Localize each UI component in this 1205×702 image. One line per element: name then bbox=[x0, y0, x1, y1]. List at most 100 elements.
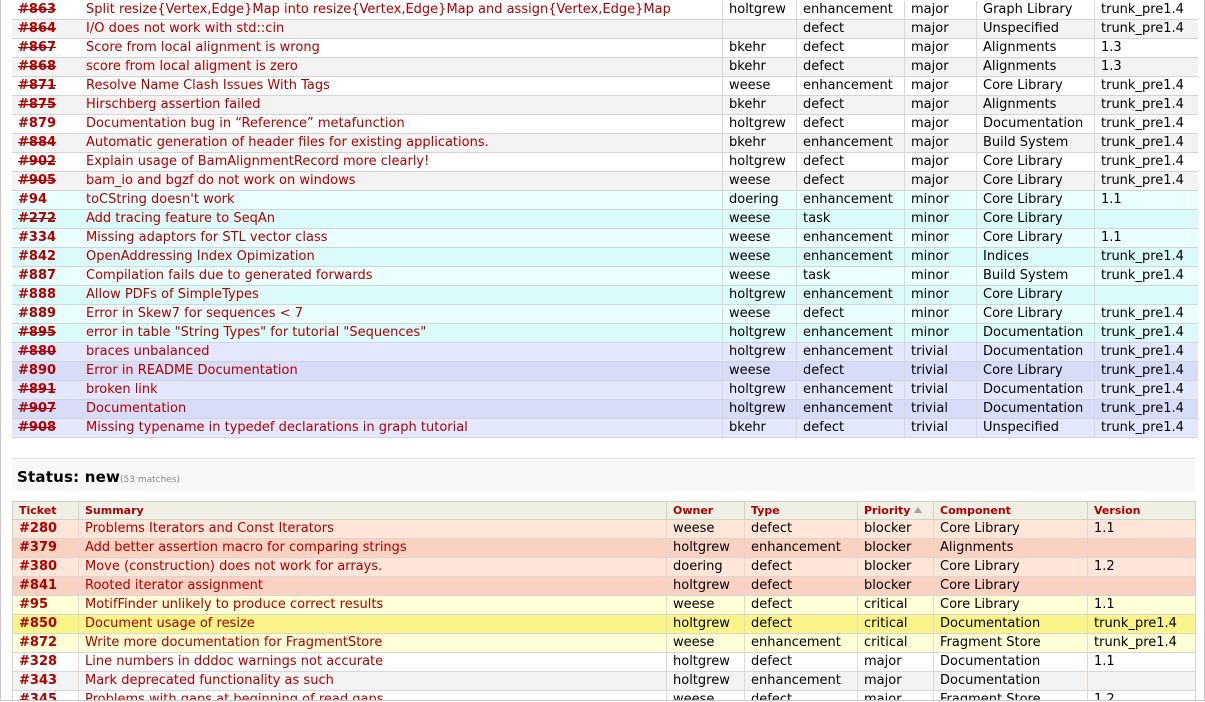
ticket-summary[interactable]: Score from local alignment is wrong bbox=[80, 38, 723, 58]
ticket-summary[interactable]: Problems Iterators and Const Iterators bbox=[78, 519, 667, 539]
column-header-owner[interactable]: Owner bbox=[666, 501, 745, 520]
ticket-link[interactable]: #380 bbox=[19, 559, 58, 574]
ticket-id[interactable]: #889 bbox=[12, 304, 80, 324]
ticket-summary[interactable]: score from local aligment is zero bbox=[80, 57, 723, 77]
ticket-id[interactable]: #842 bbox=[12, 247, 80, 267]
ticket-link[interactable]: #379 bbox=[19, 540, 58, 555]
ticket-id[interactable]: #867 bbox=[12, 38, 80, 58]
ticket-link[interactable]: #905 bbox=[18, 173, 57, 188]
ticket-summary[interactable]: Move (construction) does not work for ar… bbox=[78, 557, 667, 577]
ticket-summary[interactable]: Documentation bug in “Reference” metafun… bbox=[80, 114, 723, 134]
ticket-summary-link[interactable]: Error in Skew7 for sequences < 7 bbox=[86, 306, 304, 321]
ticket-id[interactable]: #334 bbox=[12, 228, 80, 248]
ticket-summary[interactable]: bam_io and bgzf do not work on windows bbox=[80, 171, 723, 191]
ticket-link[interactable]: #328 bbox=[19, 654, 58, 669]
ticket-summary-link[interactable]: Resolve Name Clash Issues With Tags bbox=[86, 78, 330, 93]
ticket-summary-link[interactable]: toCString doesn't work bbox=[86, 192, 235, 207]
ticket-link[interactable]: #902 bbox=[18, 154, 57, 169]
ticket-summary[interactable]: error in table "String Types" for tutori… bbox=[80, 323, 723, 343]
ticket-id[interactable]: #871 bbox=[12, 76, 80, 96]
ticket-summary[interactable]: Split resize{Vertex,Edge}Map into resize… bbox=[80, 1, 723, 20]
ticket-summary[interactable]: Error in README Documentation bbox=[80, 361, 723, 381]
ticket-summary[interactable]: Write more documentation for FragmentSto… bbox=[78, 633, 667, 653]
ticket-summary-link[interactable]: MotifFinder unlikely to produce correct … bbox=[85, 597, 384, 612]
ticket-summary-link[interactable]: Rooted iterator assignment bbox=[85, 578, 263, 593]
column-header-version[interactable]: Version bbox=[1087, 501, 1196, 520]
ticket-summary[interactable]: Explain usage of BamAlignmentRecord more… bbox=[80, 152, 723, 172]
ticket-link[interactable]: #842 bbox=[18, 249, 57, 264]
ticket-summary[interactable]: broken link bbox=[80, 380, 723, 400]
ticket-summary-link[interactable]: braces unbalanced bbox=[86, 344, 210, 359]
ticket-summary[interactable]: toCString doesn't work bbox=[80, 190, 723, 210]
ticket-link[interactable]: #907 bbox=[18, 401, 57, 416]
ticket-id[interactable]: #875 bbox=[12, 95, 80, 115]
ticket-summary-link[interactable]: Error in README Documentation bbox=[86, 363, 298, 378]
ticket-id[interactable]: #868 bbox=[12, 57, 80, 77]
ticket-link[interactable]: #280 bbox=[19, 521, 58, 536]
ticket-link[interactable]: #272 bbox=[18, 211, 57, 226]
ticket-summary-link[interactable]: Score from local alignment is wrong bbox=[86, 40, 320, 55]
ticket-link[interactable]: #890 bbox=[18, 363, 57, 378]
ticket-summary-link[interactable]: Split resize{Vertex,Edge}Map into resize… bbox=[86, 2, 671, 17]
ticket-summary-link[interactable]: Automatic generation of header files for… bbox=[86, 135, 489, 150]
ticket-summary[interactable]: Documentation bbox=[80, 399, 723, 419]
ticket-link[interactable]: #872 bbox=[19, 635, 58, 650]
ticket-id[interactable]: #879 bbox=[12, 114, 80, 134]
ticket-summary[interactable]: Error in Skew7 for sequences < 7 bbox=[80, 304, 723, 324]
ticket-summary-link[interactable]: error in table "String Types" for tutori… bbox=[86, 325, 427, 340]
ticket-id[interactable]: #380 bbox=[12, 557, 79, 577]
ticket-link[interactable]: #888 bbox=[18, 287, 57, 302]
ticket-id[interactable]: #850 bbox=[12, 614, 79, 634]
ticket-summary-link[interactable]: Allow PDFs of SimpleTypes bbox=[86, 287, 259, 302]
ticket-id[interactable]: #907 bbox=[12, 399, 80, 419]
ticket-summary-link[interactable]: Document usage of resize bbox=[85, 616, 255, 631]
ticket-summary[interactable]: Missing adaptors for STL vector class bbox=[80, 228, 723, 248]
ticket-summary-link[interactable]: Mark deprecated functionality as such bbox=[85, 673, 334, 688]
ticket-summary-link[interactable]: Documentation bbox=[86, 401, 187, 416]
ticket-id[interactable]: #328 bbox=[12, 652, 79, 672]
ticket-link[interactable]: #871 bbox=[18, 78, 57, 93]
ticket-summary-link[interactable]: score from local aligment is zero bbox=[86, 59, 298, 74]
ticket-summary[interactable]: Line numbers in dddoc warnings not accur… bbox=[78, 652, 667, 672]
ticket-summary-link[interactable]: Compilation fails due to generated forwa… bbox=[86, 268, 373, 283]
ticket-link[interactable]: #880 bbox=[18, 344, 57, 359]
ticket-id[interactable]: #864 bbox=[12, 19, 80, 39]
column-header-ticket[interactable]: Ticket bbox=[12, 501, 79, 520]
ticket-summary-link[interactable]: Missing adaptors for STL vector class bbox=[86, 230, 328, 245]
ticket-summary[interactable]: Allow PDFs of SimpleTypes bbox=[80, 285, 723, 305]
ticket-link[interactable]: #841 bbox=[19, 578, 58, 593]
ticket-link[interactable]: #867 bbox=[18, 40, 57, 55]
ticket-summary[interactable]: OpenAddressing Index Opimization bbox=[80, 247, 723, 267]
ticket-id[interactable]: #891 bbox=[12, 380, 80, 400]
column-header-priority[interactable]: Priority bbox=[857, 501, 934, 520]
ticket-summary-link[interactable]: Problems Iterators and Const Iterators bbox=[85, 521, 334, 536]
ticket-id[interactable]: #902 bbox=[12, 152, 80, 172]
ticket-summary[interactable]: Mark deprecated functionality as such bbox=[78, 671, 667, 691]
ticket-summary-link[interactable]: Move (construction) does not work for ar… bbox=[85, 559, 383, 574]
ticket-link[interactable]: #887 bbox=[18, 268, 57, 283]
ticket-link[interactable]: #94 bbox=[18, 192, 47, 207]
ticket-link[interactable]: #895 bbox=[18, 325, 57, 340]
ticket-link[interactable]: #864 bbox=[18, 21, 57, 36]
ticket-link[interactable]: #343 bbox=[19, 673, 58, 688]
ticket-link[interactable]: #879 bbox=[18, 116, 57, 131]
ticket-link[interactable]: #345 bbox=[19, 692, 58, 701]
ticket-id[interactable]: #841 bbox=[12, 576, 79, 596]
ticket-link[interactable]: #868 bbox=[18, 59, 57, 74]
ticket-summary-link[interactable]: I/O does not work with std::cin bbox=[86, 21, 285, 36]
ticket-id[interactable]: #345 bbox=[12, 690, 79, 701]
ticket-summary[interactable]: Automatic generation of header files for… bbox=[80, 133, 723, 153]
ticket-summary-link[interactable]: Problems with gaps at beginning of read … bbox=[85, 692, 384, 701]
ticket-summary-link[interactable]: Write more documentation for FragmentSto… bbox=[85, 635, 383, 650]
ticket-id[interactable]: #888 bbox=[12, 285, 80, 305]
ticket-id[interactable]: #872 bbox=[12, 633, 79, 653]
column-header-component[interactable]: Component bbox=[933, 501, 1088, 520]
ticket-summary-link[interactable]: Explain usage of BamAlignmentRecord more… bbox=[86, 154, 430, 169]
ticket-summary[interactable]: Compilation fails due to generated forwa… bbox=[80, 266, 723, 286]
ticket-summary[interactable]: Resolve Name Clash Issues With Tags bbox=[80, 76, 723, 96]
ticket-id[interactable]: #905 bbox=[12, 171, 80, 191]
ticket-summary-link[interactable]: bam_io and bgzf do not work on windows bbox=[86, 173, 356, 188]
ticket-summary[interactable]: Document usage of resize bbox=[78, 614, 667, 634]
ticket-id[interactable]: #908 bbox=[12, 418, 80, 438]
ticket-link[interactable]: #908 bbox=[18, 420, 57, 435]
